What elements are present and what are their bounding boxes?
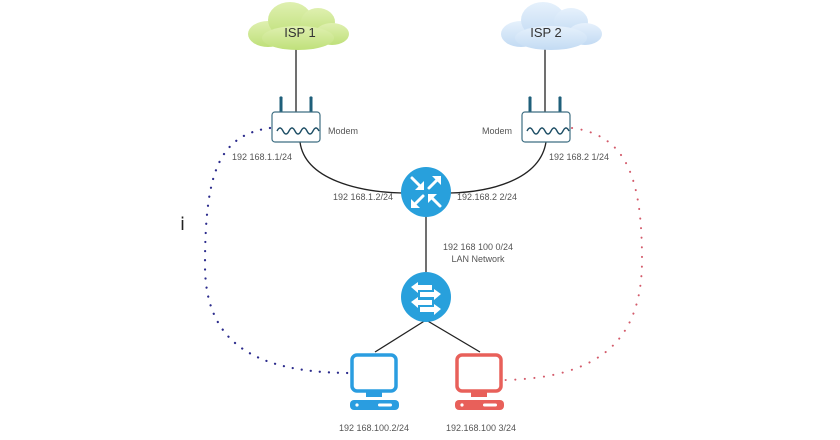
pc1-ip: 192 168.100.2/24 <box>339 423 409 433</box>
router[interactable]: 192 168.1.2/24 192.168.2 2/24 <box>333 167 517 217</box>
modem2-router-link <box>449 141 547 194</box>
lan-subnet: 192 168 100 0/24 <box>443 242 513 252</box>
router-arrows-icon <box>410 176 442 208</box>
modem-icon <box>521 96 571 143</box>
cloud-icon <box>248 2 349 50</box>
modem2-ip: 192 168.2 1/24 <box>549 152 609 162</box>
router-icon <box>401 167 451 217</box>
stray-character: i <box>180 214 185 235</box>
isp2-label: ISP 2 <box>530 25 562 40</box>
modem2[interactable]: Modem 192 168.2 1/24 <box>482 96 609 162</box>
links <box>295 48 547 353</box>
modem1-ip: 192 168.1.1/24 <box>232 152 292 162</box>
pc1-modem1-dotted-link <box>203 126 350 375</box>
pc2-modem2-dotted-link <box>503 127 644 381</box>
computer-icon <box>455 353 504 410</box>
router-ip-right: 192.168.2 2/24 <box>457 192 517 202</box>
switch-pc2-link <box>425 319 481 353</box>
computer-icon <box>350 353 399 410</box>
modem1-label: Modem <box>328 126 358 136</box>
lan-name: LAN Network <box>451 254 505 264</box>
router-ip-left: 192 168.1.2/24 <box>333 192 393 202</box>
isp2-cloud[interactable]: ISP 2 <box>501 2 602 50</box>
modem-icon <box>271 96 321 143</box>
switch-arrows-icon <box>411 282 441 315</box>
modem2-label: Modem <box>482 126 512 136</box>
modem1-router-link <box>299 141 403 194</box>
pc2[interactable]: 192.168.100 3/24 <box>446 353 516 433</box>
isp1-cloud[interactable]: ISP 1 <box>248 2 349 50</box>
switch-pc1-link <box>374 319 427 353</box>
cloud-icon <box>501 2 602 50</box>
pc1[interactable]: 192 168.100.2/24 <box>339 353 409 433</box>
isp1-label: ISP 1 <box>284 25 316 40</box>
switch[interactable] <box>401 272 451 322</box>
modem1[interactable]: Modem 192 168.1.1/24 <box>232 96 358 162</box>
pc2-ip: 192.168.100 3/24 <box>446 423 516 433</box>
